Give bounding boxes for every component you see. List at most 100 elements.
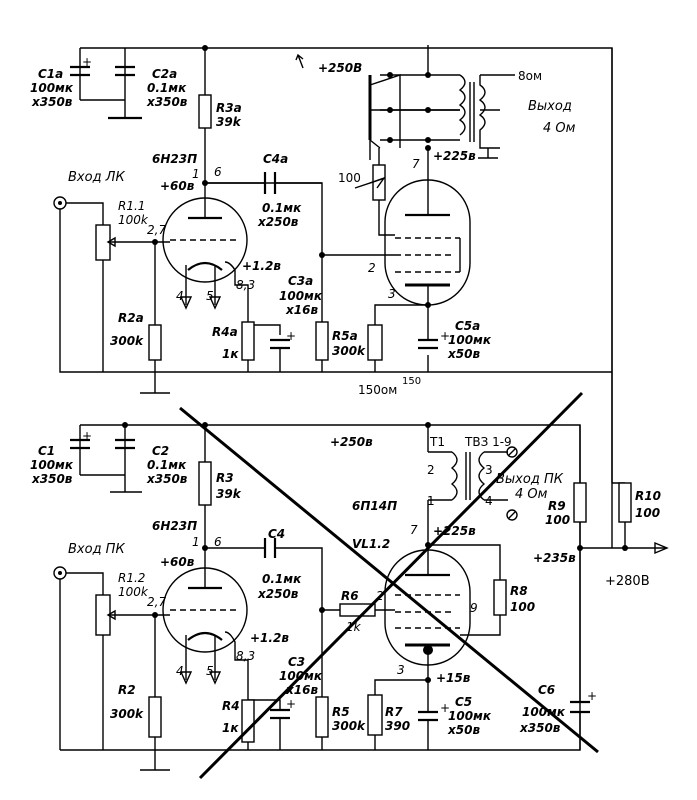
label-bottom-c1-0: C1	[38, 444, 55, 458]
svg-text:+: +	[286, 329, 296, 343]
label-top-pin6: 6	[214, 165, 222, 179]
label-bottom-c1-1: 100мк	[30, 458, 74, 472]
label-bottom-t1: T1	[429, 435, 445, 449]
label-top-r_ohm_clip: 150	[402, 376, 421, 387]
label-top-c5a-2: x50в	[447, 347, 480, 361]
label-bottom-plus12: +1.2в	[250, 631, 289, 645]
label-bottom-r10-0: R10	[635, 489, 661, 503]
label-bottom-pentode: 6П14П	[352, 499, 397, 513]
label-top-c5a-0: C5a	[455, 319, 480, 333]
label-top-pentode_pin3: 3	[388, 287, 396, 301]
label-bottom-out_4: 4 Ом	[515, 487, 548, 502]
label-bottom-plus225: +225в	[433, 524, 476, 538]
label-top-pin1: 1	[192, 167, 200, 181]
label-bottom-r5-0: R5	[332, 705, 350, 719]
label-bottom-r7-0: R7	[385, 705, 403, 719]
label-bottom-c5-0: C5	[455, 695, 472, 709]
label-bottom-c4-1: 0.1мк	[262, 572, 302, 586]
label-bottom-tp2: 2	[427, 463, 435, 477]
label-bottom-pin27: 2,7	[147, 595, 166, 609]
label-bottom-pin9: 9	[470, 601, 478, 615]
label-top-r11-0: R1.1	[118, 199, 145, 213]
label-top-c1a-0: C1a	[38, 67, 63, 81]
svg-text:+: +	[440, 701, 450, 715]
label-top-pin27: 2,7	[147, 223, 166, 237]
label-bottom-r7-1: 390	[385, 719, 410, 733]
svg-text:+: +	[587, 689, 597, 703]
label-top-tube: 6Н23П	[152, 152, 197, 166]
label-top-c2a-1: 0.1мк	[147, 81, 187, 95]
label-bottom-pin5: 5	[206, 664, 214, 678]
label-top-c3a-2: x16в	[285, 303, 318, 317]
label-top-pin83: 8,3	[236, 278, 255, 292]
label-top-r2a-0: R2a	[118, 311, 144, 325]
label-bottom-r9-0: R9	[548, 499, 566, 513]
label-bottom-tp3: 3	[485, 463, 493, 477]
label-top-plus225: +225в	[433, 149, 476, 163]
label-bottom-pin2: 2	[376, 589, 384, 603]
label-bottom-r12-1: 100k	[118, 585, 149, 599]
label-top-r5a-1: 300k	[332, 344, 366, 358]
label-bottom-vl: VL1.2	[352, 537, 390, 551]
label-top-c3a-1: 100мк	[279, 289, 323, 303]
label-top-c4a-0: C4a	[263, 152, 288, 166]
label-top-c1a-1: 100мк	[30, 81, 74, 95]
label-bottom-r6-1: 1k	[346, 620, 362, 634]
label-top-c3a-0: C3a	[288, 274, 313, 288]
label-bottom-c6-0: C6	[538, 683, 555, 697]
label-top-r11-1: 100k	[118, 213, 149, 227]
label-bottom-c3-0: C3	[288, 655, 305, 669]
label-bottom-c2-1: 0.1мк	[147, 458, 187, 472]
svg-text:+: +	[286, 697, 296, 711]
label-bottom-r12-0: R1.2	[118, 571, 145, 585]
label-bottom-c6-2: x350в	[519, 721, 561, 735]
r3a-resistor	[198, 94, 212, 129]
label-top-pin4: 4	[176, 289, 184, 303]
label-top-r3a-1: 39k	[216, 115, 242, 129]
label-bottom-c2-2: x350в	[146, 472, 188, 486]
label-top-pot100: 100	[338, 171, 361, 185]
label-top-c4a-2: x250в	[257, 215, 299, 229]
label-bottom-p7: 7	[410, 523, 418, 537]
bottom-schematic: + +	[53, 48, 669, 780]
label-bottom-r5-1: 300k	[332, 719, 366, 733]
label-top-supply_250: +250В	[318, 61, 362, 75]
label-bottom-r9-1: 100	[545, 513, 570, 527]
label-bottom-p3: 3	[397, 663, 405, 677]
label-bottom-c6-1: 100мк	[522, 705, 566, 719]
svg-text:+: +	[82, 55, 92, 69]
label-top-c2a-0: C2a	[152, 67, 177, 81]
top-labels: C1a 100мк x350в C2a 0.1мк x350в R3a 39k …	[30, 61, 576, 397]
label-bottom-out_pk: Выход ПК	[496, 472, 564, 487]
label-top-out_8: 8ом	[518, 69, 542, 83]
label-bottom-input: Вход ПК	[68, 542, 125, 557]
label-bottom-r2-0: R2	[118, 683, 136, 697]
label-top-r2a-1: 300k	[110, 334, 144, 348]
label-bottom-r3-0: R3	[216, 471, 234, 485]
label-bottom-r4-1: 1к	[222, 721, 239, 735]
label-bottom-c4-2: x250в	[257, 587, 299, 601]
label-bottom-r8-1: 100	[510, 600, 535, 614]
label-top-pentode_pin7: 7	[412, 157, 420, 171]
label-bottom-c1-2: x350в	[31, 472, 73, 486]
label-bottom-supply_250: +250в	[330, 435, 373, 449]
crossout-line-2	[198, 391, 584, 780]
label-top-plus12: +1.2в	[242, 259, 281, 273]
label-bottom-plus235: +235в	[533, 551, 576, 565]
label-bottom-tp4: 4	[485, 494, 493, 508]
label-bottom-c4-0: C4	[268, 527, 285, 541]
label-bottom-c5-1: 100мк	[448, 709, 492, 723]
label-top-out_title: Выход	[528, 99, 572, 114]
label-bottom-r6-0: R6	[341, 589, 359, 603]
label-top-c2a-2: x350в	[146, 95, 188, 109]
label-top-c4a-1: 0.1мк	[262, 201, 302, 215]
label-top-pin5: 5	[206, 289, 214, 303]
label-bottom-c3-1: 100мк	[279, 669, 323, 683]
label-top-input: Вход ЛК	[68, 170, 125, 185]
label-top-plus60: +60в	[160, 179, 195, 193]
svg-text:+: +	[440, 329, 450, 343]
label-bottom-pin6: 6	[214, 535, 222, 549]
label-bottom-pin4: 4	[176, 664, 184, 678]
label-top-c5a-1: 100мк	[448, 333, 492, 347]
label-bottom-r4-0: R4	[222, 699, 240, 713]
